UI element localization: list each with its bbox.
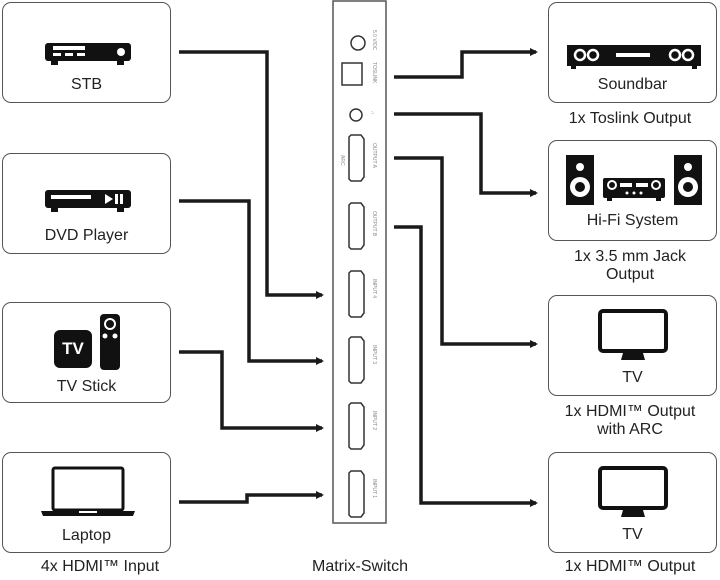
hdmi-port-input-2 (348, 402, 365, 450)
line-output-a-to-tv-arc (394, 156, 538, 348)
port-label: TOSLINK (371, 62, 377, 84)
device-label: Hi-Fi System (586, 212, 679, 229)
matrix-switch-body (332, 0, 387, 524)
port-label: OUTPUT A (371, 143, 377, 169)
tv-icon (598, 466, 668, 517)
hdmi-port-output-a (348, 134, 365, 182)
caption-line: with ARC (597, 421, 663, 438)
input-device-laptop: Laptop (2, 452, 171, 553)
laptop-icon (41, 466, 135, 516)
port-label: ∩ (369, 111, 375, 115)
line-jack-to-hifi (394, 112, 538, 197)
caption-line: 1x HDMI™ Output (564, 558, 696, 575)
soundbar-icon (567, 45, 701, 69)
hdmi-ports (348, 134, 365, 518)
input-device-dvd-player: DVD Player (2, 153, 171, 254)
hdmi-port-input-3 (348, 336, 365, 384)
tv-icon (598, 309, 668, 360)
line-stb-to-input-4 (179, 50, 324, 299)
device-label: DVD Player (44, 227, 129, 244)
output-device-tv-arc: TV (548, 295, 717, 396)
port-label: 5.0 V/DC (371, 30, 377, 51)
input-connections (179, 50, 324, 504)
port-label: INPUT 1 (371, 479, 377, 498)
line-dvd-to-input-3 (179, 199, 324, 365)
port-labels: 5.0 V/DC TOSLINK ∩ ARC OUTPUT A OUTPUT B… (339, 30, 377, 498)
line-tvstick-to-input-2 (179, 350, 324, 432)
caption-line: 1x HDMI™ Output (564, 403, 696, 420)
port-label: ARC (339, 155, 345, 166)
caption-line: 1x 3.5 mm Jack (573, 248, 687, 265)
caption-line: 1x Toslink Output (568, 110, 692, 127)
input-device-tv-stick: TV TV Stick (2, 302, 171, 403)
device-label: TV (622, 526, 643, 543)
dvd-player-icon (45, 190, 131, 212)
matrix-switch-caption: Matrix-Switch (311, 558, 408, 575)
port-label: OUTPUT B (371, 211, 377, 237)
dc-power-port (350, 35, 366, 51)
output-caption: 1x 3.5 mm Jack Output (540, 248, 720, 284)
hdmi-port-input-1 (348, 470, 365, 518)
device-label: STB (70, 76, 103, 93)
port-label: INPUT 4 (371, 279, 377, 298)
tv-stick-icon: TV (54, 330, 92, 368)
output-device-hifi-system: Hi-Fi System (548, 140, 717, 241)
line-toslink-to-soundbar (394, 48, 538, 79)
device-label: Soundbar (597, 76, 668, 93)
input-device-stb: STB (2, 2, 171, 103)
audio-jack-port (349, 108, 363, 122)
line-output-b-to-tv (394, 225, 538, 507)
port-label: INPUT 2 (371, 411, 377, 430)
device-label: Laptop (62, 527, 111, 544)
device-label: TV Stick (56, 378, 117, 395)
hifi-system-icon (566, 155, 702, 205)
output-device-soundbar: Soundbar (548, 2, 717, 103)
output-device-tv: TV (548, 452, 717, 553)
set-top-box-icon (45, 43, 131, 65)
output-connections (394, 48, 538, 507)
remote-control-icon (100, 314, 120, 370)
inputs-caption: 4x HDMI™ Input (40, 558, 160, 575)
output-caption: 1x Toslink Output (540, 110, 720, 128)
hdmi-port-input-4 (348, 270, 365, 318)
hdmi-port-output-b (348, 202, 365, 250)
toslink-port (341, 62, 363, 86)
caption-line: Output (605, 266, 655, 283)
output-caption: 1x HDMI™ Output with ARC (540, 403, 720, 439)
output-caption: 1x HDMI™ Output (540, 558, 720, 576)
device-label: TV (622, 369, 643, 386)
line-laptop-to-input-1 (179, 491, 324, 504)
port-label: INPUT 3 (371, 345, 377, 364)
